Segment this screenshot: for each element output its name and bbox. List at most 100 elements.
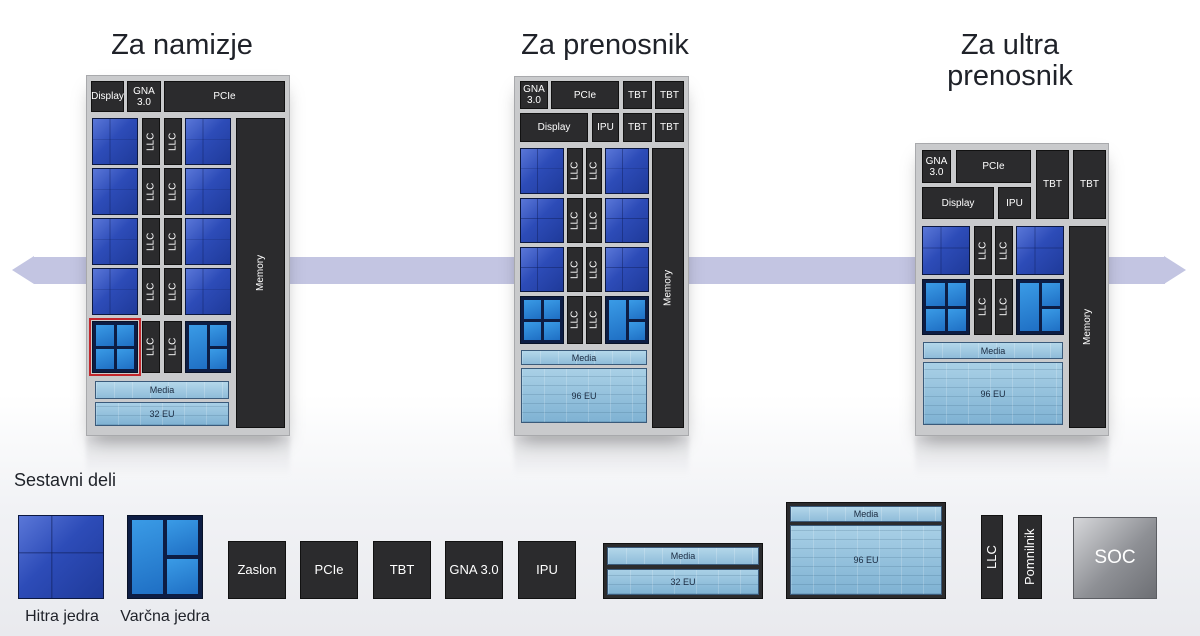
desktop-performance-core — [92, 168, 138, 215]
desktop-llc-block: LLC — [164, 218, 182, 265]
ultra-ipu-block: IPU — [998, 187, 1031, 219]
ultra-performance-core — [922, 226, 970, 275]
legend-tbt-block: TBT — [373, 541, 431, 599]
band-segment — [290, 257, 514, 284]
legend-efficient-cores-swatch — [127, 515, 203, 599]
desktop-highlight-frame — [89, 318, 141, 376]
desktop-llc-block: LLC — [164, 268, 182, 315]
laptop-media-block: Media — [521, 350, 647, 365]
ultra-graphics-96eu: 96 EU — [923, 362, 1063, 425]
desktop-gna-block: GNA 3.0 — [127, 81, 161, 112]
laptop-performance-core — [605, 198, 649, 243]
desktop-performance-core — [185, 168, 231, 215]
legend-media-block: Media — [607, 547, 759, 565]
ultra-pcie-block: PCIe — [956, 150, 1031, 183]
ultra-llc-block: LLC — [995, 279, 1013, 335]
legend-fast-cores-label: Hitra jedra — [25, 608, 99, 625]
laptop-llc-block: LLC — [567, 198, 583, 243]
band-segment — [34, 257, 86, 284]
ultra-efficient-core-cluster — [1016, 279, 1064, 335]
legend-llc-block: LLC — [981, 515, 1003, 599]
desktop-pcie-block: PCIe — [164, 81, 285, 112]
desktop-performance-core — [92, 118, 138, 165]
reflection — [86, 436, 290, 476]
ultra-efficient-core-cluster — [922, 279, 970, 335]
desktop-llc-block: LLC — [142, 218, 160, 265]
heading-ultra-line1: Za ultra — [960, 29, 1060, 61]
legend-efficient-cores-label: Varčna jedra — [120, 608, 210, 625]
heading-ultra: Za ultra prenosnik — [930, 30, 1090, 92]
ultra-llc-block: LLC — [974, 226, 992, 275]
desktop-llc-block: LLC — [142, 118, 160, 165]
desktop-display-block: Display — [91, 81, 124, 112]
band-arrow-right-icon — [1164, 256, 1186, 284]
desktop-efficient-core-cluster — [185, 321, 231, 373]
laptop-tbt-block: TBT — [623, 81, 652, 109]
laptop-efficient-core-cluster — [605, 296, 649, 344]
ultra-media-block: Media — [923, 342, 1063, 359]
laptop-llc-block: LLC — [586, 296, 602, 344]
desktop-performance-core — [185, 118, 231, 165]
laptop-gna-block: GNA 3.0 — [520, 81, 548, 109]
desktop-memory-block: Memory — [236, 118, 285, 428]
reflection — [915, 436, 1109, 476]
legend-display-block: Zaslon — [228, 541, 286, 599]
laptop-efficient-core-cluster — [520, 296, 564, 344]
desktop-performance-core — [92, 218, 138, 265]
legend-gna-block: GNA 3.0 — [445, 541, 503, 599]
band-segment — [689, 257, 915, 284]
laptop-memory-block: Memory — [652, 148, 684, 428]
laptop-display-block: Display — [520, 113, 588, 142]
desktop-llc-block: LLC — [164, 118, 182, 165]
desktop-performance-core — [92, 268, 138, 315]
legend-graphics-32eu: 32 EU — [607, 569, 759, 595]
ultra-tbt-block: TBT — [1073, 150, 1106, 219]
heading-ultra-line2: prenosnik — [947, 60, 1073, 92]
laptop-tbt-block: TBT — [655, 113, 684, 142]
laptop-pcie-block: PCIe — [551, 81, 619, 109]
legend-fast-cores-swatch — [18, 515, 104, 599]
laptop-ipu-block: IPU — [592, 113, 619, 142]
laptop-performance-core — [520, 148, 564, 194]
laptop-llc-block: LLC — [586, 198, 602, 243]
band-arrow-left-icon — [12, 256, 34, 284]
desktop-llc-block: LLC — [142, 268, 160, 315]
legend-ipu-block: IPU — [518, 541, 576, 599]
laptop-llc-block: LLC — [586, 247, 602, 292]
legend-graphics-96eu: 96 EU — [790, 525, 942, 595]
laptop-graphics-96eu: 96 EU — [521, 368, 647, 423]
heading-desktop: Za namizje — [111, 29, 253, 61]
desktop-graphics-32eu: 32 EU — [95, 402, 229, 426]
desktop-llc-block: LLC — [142, 168, 160, 215]
desktop-llc-block: LLC — [164, 321, 182, 373]
ultra-memory-block: Memory — [1069, 226, 1106, 428]
ultra-tbt-block: TBT — [1036, 150, 1069, 219]
heading-laptop: Za prenosnik — [521, 29, 689, 61]
desktop-performance-core — [185, 268, 231, 315]
desktop-media-block: Media — [95, 381, 229, 399]
legend-pcie-block: PCIe — [300, 541, 358, 599]
legend-title: Sestavni deli — [14, 470, 117, 490]
ultra-gna-block: GNA 3.0 — [922, 150, 951, 183]
legend-media-block-96: Media — [790, 506, 942, 522]
laptop-tbt-block: TBT — [655, 81, 684, 109]
desktop-performance-core — [185, 218, 231, 265]
laptop-performance-core — [520, 198, 564, 243]
legend-memory-block: Pomnilnik — [1018, 515, 1042, 599]
laptop-llc-block: LLC — [567, 296, 583, 344]
desktop-llc-block: LLC — [164, 168, 182, 215]
ultra-display-block: Display — [922, 187, 994, 219]
ultra-llc-block: LLC — [974, 279, 992, 335]
laptop-llc-block: LLC — [567, 148, 583, 194]
laptop-performance-core — [605, 148, 649, 194]
laptop-llc-block: LLC — [567, 247, 583, 292]
laptop-performance-core — [520, 247, 564, 292]
legend-soc-block: SOC — [1073, 517, 1157, 599]
laptop-tbt-block: TBT — [623, 113, 652, 142]
laptop-llc-block: LLC — [586, 148, 602, 194]
reflection — [514, 436, 689, 476]
ultra-llc-block: LLC — [995, 226, 1013, 275]
desktop-llc-block: LLC — [142, 321, 160, 373]
laptop-performance-core — [605, 247, 649, 292]
ultra-performance-core — [1016, 226, 1064, 275]
